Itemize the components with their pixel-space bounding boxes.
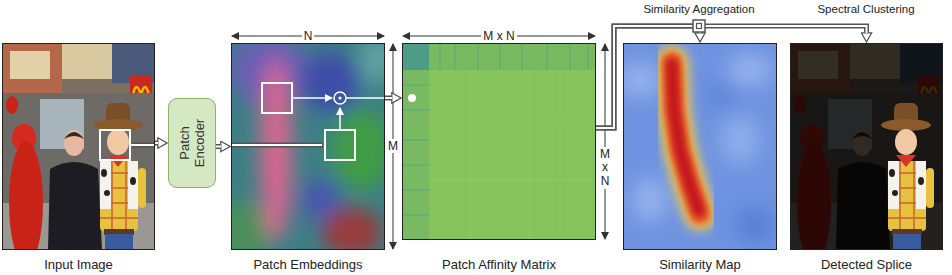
similarity-heatmap <box>623 43 777 250</box>
illustration-part <box>292 97 332 99</box>
dimension-label: N <box>302 29 315 43</box>
illustration-part <box>231 43 385 250</box>
illustration-part <box>231 143 323 148</box>
illustration-part <box>358 43 385 85</box>
illustration-part <box>429 70 596 240</box>
panel-caption: Similarity Map <box>659 257 741 272</box>
illustration-part <box>262 83 292 113</box>
panel-caption: Patch Embeddings <box>253 257 362 272</box>
illustration-part <box>672 64 699 211</box>
arrow-core <box>216 146 221 148</box>
arrow-core <box>596 26 867 128</box>
dimension-label: M x N <box>481 29 516 43</box>
illustration-part <box>790 43 943 250</box>
illustration-part <box>2 43 155 250</box>
affinity-matrix-image <box>402 43 596 240</box>
illustration-part <box>605 44 606 239</box>
illustration-part <box>402 43 596 240</box>
heatmap-panel: Similarity Map <box>623 43 777 250</box>
illustration-part <box>300 52 360 112</box>
illustration-part <box>440 43 588 70</box>
illustration-part <box>881 103 934 250</box>
panel-caption: Input Image <box>44 257 113 272</box>
arrow-core <box>155 142 158 144</box>
arrow-outline <box>155 141 158 146</box>
matrix-panel: Patch Affinity Matrix <box>402 43 596 240</box>
illustration-part <box>338 96 341 99</box>
arrow-outline <box>216 144 221 149</box>
illustration-part <box>334 92 346 104</box>
embedding-map <box>231 43 385 250</box>
step-label: Similarity Aggregation <box>640 2 757 16</box>
illustration-part <box>672 62 700 214</box>
embedding-panel: Patch Embeddings <box>231 43 385 250</box>
illustration-part <box>408 94 416 102</box>
aggregation-box <box>693 20 705 32</box>
step-label: Spectral Clustering <box>814 2 917 16</box>
aggregation-box-inner <box>697 24 702 29</box>
illustration-part <box>346 97 385 99</box>
pipeline-arrow <box>385 98 392 99</box>
pipeline-arrow <box>596 26 867 128</box>
dimension-label: M x N <box>598 147 612 189</box>
result-panel: Detected Splice <box>790 43 943 250</box>
pipeline-arrow <box>155 143 158 144</box>
dimension-label: M <box>386 139 400 153</box>
illustration-part <box>325 130 355 160</box>
encoder-box: Patch Encoder <box>168 98 216 188</box>
illustration-part <box>402 43 429 70</box>
pipeline-arrow <box>216 146 221 147</box>
illustration-part <box>672 62 700 214</box>
illustration-part <box>402 43 429 240</box>
illustration-part <box>231 144 322 146</box>
arrow-outline <box>385 96 392 101</box>
splice-result-photo <box>790 43 943 250</box>
illustration-part <box>735 207 775 243</box>
illustration-part <box>728 54 772 86</box>
illustration-part <box>720 116 760 164</box>
illustration-part <box>402 85 429 215</box>
illustration-part <box>260 58 292 242</box>
arrow-outline <box>596 26 867 128</box>
panel-caption: Detected Splice <box>821 257 912 272</box>
illustration-part <box>339 108 341 130</box>
input-photo <box>2 43 155 250</box>
illustration-part <box>100 130 130 160</box>
illustration-part <box>402 43 596 70</box>
image-panel: Input Image <box>2 43 155 250</box>
illustration-part <box>632 178 668 222</box>
arrow-core <box>385 97 392 99</box>
box-label: Patch Encoder <box>177 106 207 180</box>
illustration-part <box>131 144 155 146</box>
panel-caption: Patch Affinity Matrix <box>442 257 556 272</box>
illustration-part <box>706 81 734 109</box>
illustration-part <box>300 180 340 220</box>
illustration-part <box>132 143 155 148</box>
illustration-part <box>790 43 943 250</box>
illustration-part <box>623 62 660 98</box>
illustration-part <box>623 54 775 243</box>
